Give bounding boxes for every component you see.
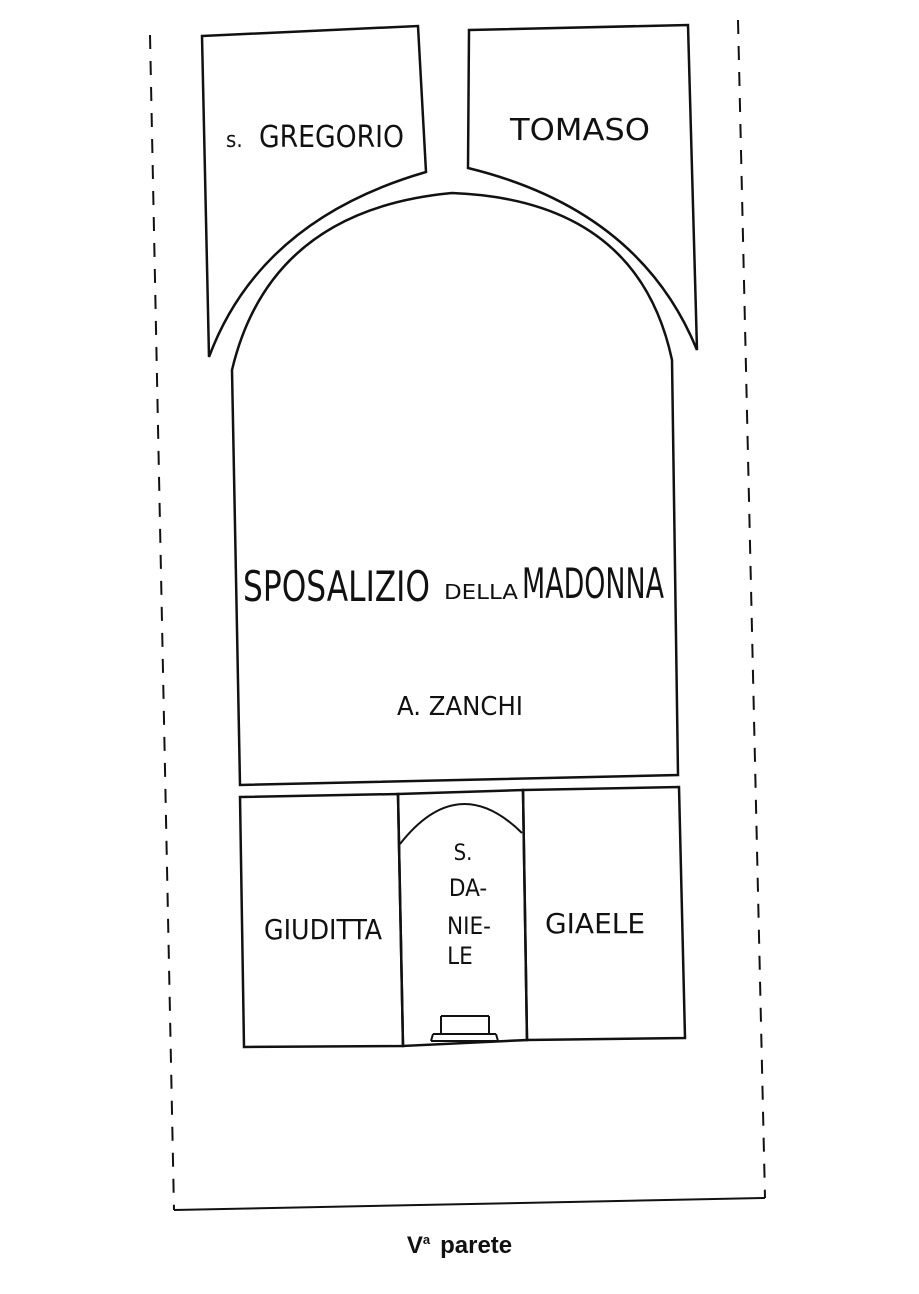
spandrel-gregorio <box>200 24 428 358</box>
caption-word: parete <box>440 1232 513 1259</box>
altar-icon <box>430 1015 499 1042</box>
label-daniele-da: DA- <box>449 874 487 902</box>
caption-roman: V <box>406 1232 423 1259</box>
panel-giaele <box>521 785 687 1042</box>
label-tomaso: TOMASO <box>509 113 650 148</box>
label-daniele-le: LE <box>447 942 473 970</box>
label-daniele-nie: NIE- <box>447 912 491 940</box>
wall-outline-left <box>149 34 175 1211</box>
caption-ordinal: a <box>422 1232 431 1247</box>
label-daniele-s: S. <box>454 841 473 866</box>
label-gregorio: GREGORIO <box>259 120 404 155</box>
artist-label: A. ZANCHI <box>397 692 523 722</box>
main-title-della: DELLA <box>444 580 519 604</box>
main-title-madonna: MADONNA <box>522 559 664 608</box>
main-title-sposalizio: SPOSALIZIO <box>243 562 430 611</box>
label-giaele: GIAELE <box>545 907 645 940</box>
wall-outline-bottom <box>173 1197 766 1211</box>
daniele-arch <box>399 803 523 845</box>
main-panel <box>230 191 680 787</box>
wall-outline-right <box>737 19 766 1199</box>
spandrel-tomaso <box>466 23 699 351</box>
label-s-prefix: s. <box>226 128 243 153</box>
label-giuditta: GIUDITTA <box>264 913 383 946</box>
